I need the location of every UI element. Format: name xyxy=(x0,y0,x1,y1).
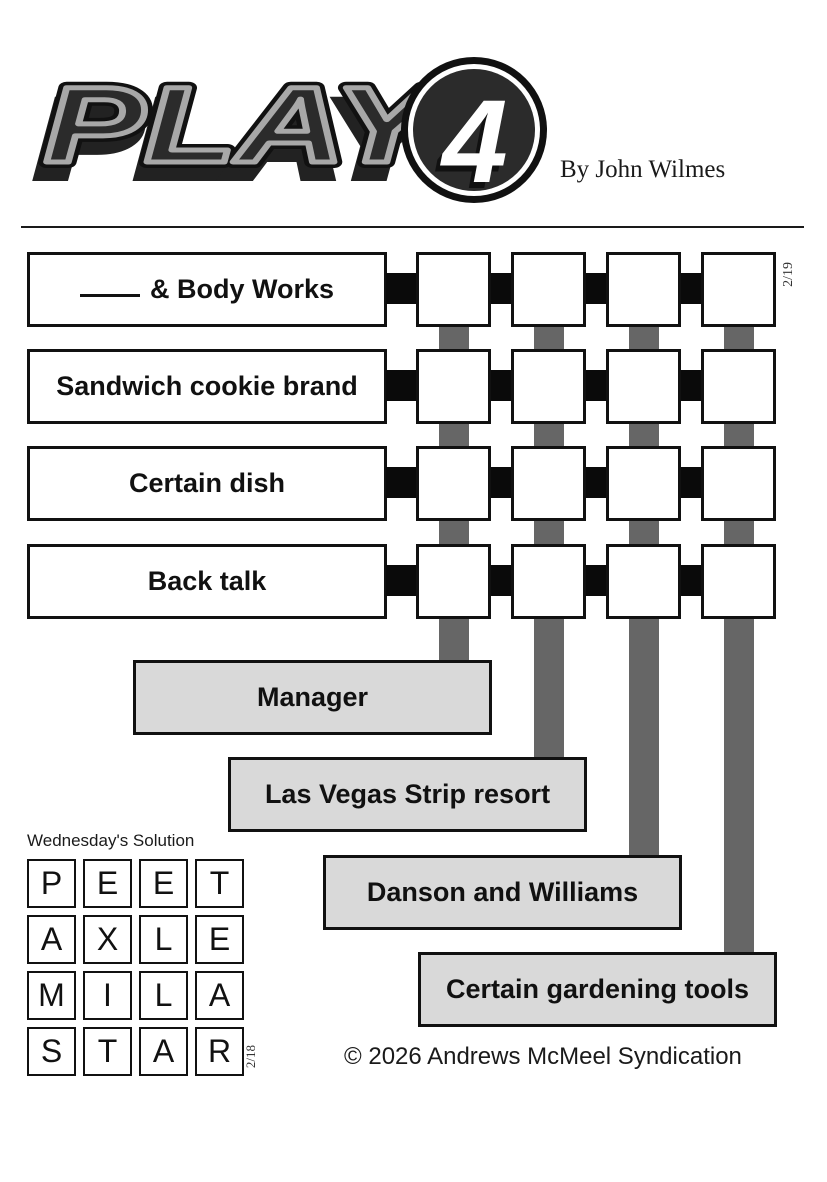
grid-cell-r2-c4[interactable] xyxy=(701,349,776,424)
grid-cell-r3-c2[interactable] xyxy=(511,446,586,521)
solution-cell: M xyxy=(27,971,76,1020)
across-connector xyxy=(386,370,418,401)
grid-cell-r3-c4[interactable] xyxy=(701,446,776,521)
byline: By John Wilmes xyxy=(560,156,726,183)
solution-cell: S xyxy=(27,1027,76,1076)
logo-circle-badge: 4 4 xyxy=(401,57,547,214)
header-divider xyxy=(21,226,804,228)
logo-text-rim: PLAY xyxy=(44,64,446,185)
grid-cell-r1-c2[interactable] xyxy=(511,252,586,327)
across-connector xyxy=(680,467,703,498)
solution-cell: R xyxy=(195,1027,244,1076)
solution-cell: X xyxy=(83,915,132,964)
grid-cell-r1-c1[interactable] xyxy=(416,252,491,327)
svg-text:4: 4 xyxy=(435,82,503,214)
logo-shadow: PLAY xyxy=(33,73,445,204)
grid-cell-r1-c4[interactable] xyxy=(701,252,776,327)
across-connector xyxy=(386,467,418,498)
puzzle-date: 2/19 xyxy=(781,262,796,287)
blank-line xyxy=(79,294,140,297)
across-clue-2: Sandwich cookie brand xyxy=(27,349,387,424)
across-clue-1: & Body Works xyxy=(27,252,387,327)
across-connector xyxy=(490,273,513,304)
solution-cell: A xyxy=(195,971,244,1020)
solution-cell: T xyxy=(83,1027,132,1076)
grid-cell-r3-c1[interactable] xyxy=(416,446,491,521)
grid-cell-r3-c3[interactable] xyxy=(606,446,681,521)
across-connector xyxy=(680,273,703,304)
across-connector xyxy=(585,565,608,596)
down-clue-1: Manager xyxy=(133,660,492,735)
down-clue-4: Certain gardening tools xyxy=(418,952,777,1027)
across-connector xyxy=(585,370,608,401)
grid-cell-r4-c4[interactable] xyxy=(701,544,776,619)
logo-text-outline: PLAY xyxy=(44,64,446,185)
solution-cell: I xyxy=(83,971,132,1020)
grid-cell-r2-c1[interactable] xyxy=(416,349,491,424)
solution-label: Wednesday's Solution xyxy=(27,831,195,850)
logo-number: 4 xyxy=(440,76,508,208)
across-clue-1-text: & Body Works xyxy=(149,274,335,304)
grid-cell-r2-c2[interactable] xyxy=(511,349,586,424)
across-connector xyxy=(386,273,418,304)
play4-logo: PLAY PLAY PLAY 4 4 xyxy=(33,57,547,214)
across-connector xyxy=(680,370,703,401)
across-connector xyxy=(585,467,608,498)
down-connector-4 xyxy=(724,326,754,953)
solution-date: 2/18 xyxy=(243,1045,258,1069)
solution-cell: L xyxy=(139,971,188,1020)
solution-cell: L xyxy=(139,915,188,964)
down-clue-2: Las Vegas Strip resort xyxy=(228,757,587,832)
across-connector xyxy=(490,370,513,401)
copyright: © 2026 Andrews McMeel Syndication xyxy=(344,1043,742,1070)
grid-cell-r4-c2[interactable] xyxy=(511,544,586,619)
across-clue-3: Certain dish xyxy=(27,446,387,521)
solution-cell: A xyxy=(139,1027,188,1076)
across-connector xyxy=(680,565,703,596)
solution-cell: T xyxy=(195,859,244,908)
solution-cell: E xyxy=(139,859,188,908)
svg-text:PLAY: PLAY xyxy=(38,78,440,199)
across-clue-4: Back talk xyxy=(27,544,387,619)
solution-cell: E xyxy=(83,859,132,908)
solution-cell: A xyxy=(27,915,76,964)
grid-cell-r1-c3[interactable] xyxy=(606,252,681,327)
across-connector xyxy=(386,565,418,596)
down-clue-3: Danson and Williams xyxy=(323,855,682,930)
grid-cell-r4-c1[interactable] xyxy=(416,544,491,619)
across-connector xyxy=(490,565,513,596)
grid-cell-r4-c3[interactable] xyxy=(606,544,681,619)
across-connector xyxy=(585,273,608,304)
grid-cell-r2-c3[interactable] xyxy=(606,349,681,424)
solution-cell: P xyxy=(27,859,76,908)
across-connector xyxy=(490,467,513,498)
solution-cell: E xyxy=(195,915,244,964)
